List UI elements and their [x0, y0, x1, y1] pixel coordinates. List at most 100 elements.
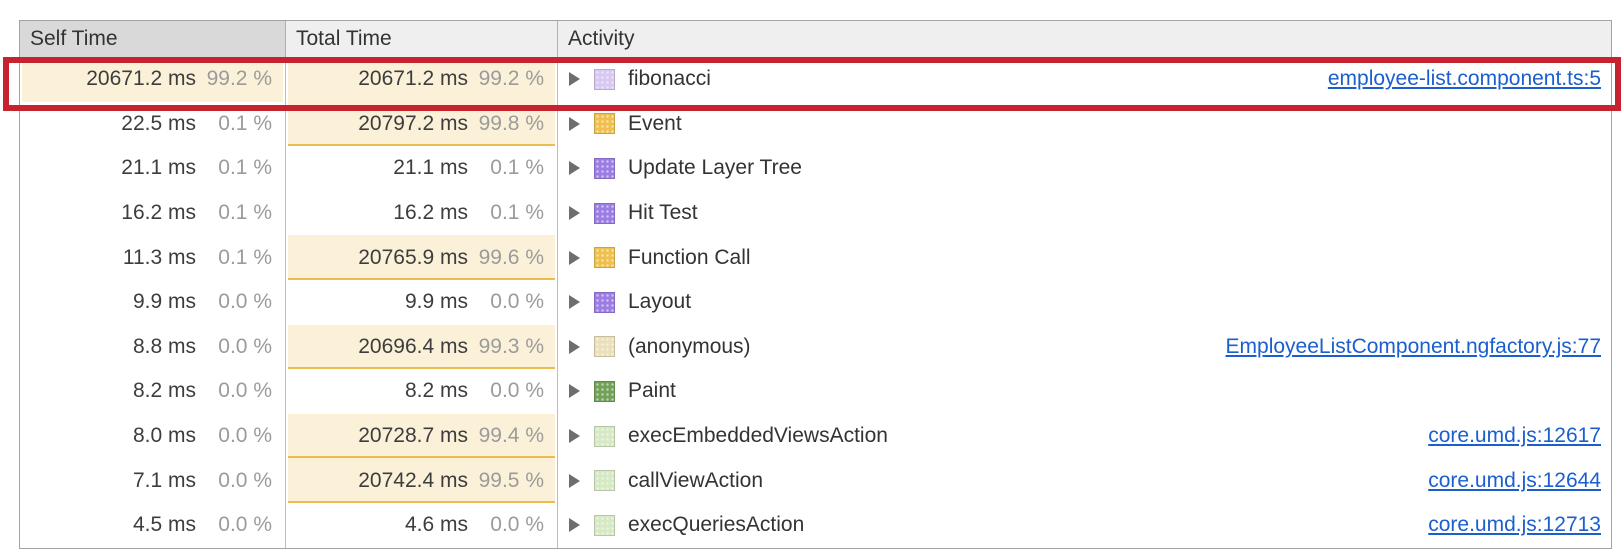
self-time-value: 8.0 ms	[132, 424, 196, 448]
activity-label: Event	[628, 111, 682, 135]
total-time-value: 20742.4 ms	[358, 468, 468, 492]
total-time-percent: 0.0 %	[490, 290, 544, 314]
category-swatch-icon	[594, 291, 615, 313]
call-tree-row[interactable]: 11.3 ms 0.1 % 20765.9 ms 99.6 % Function…	[20, 235, 1611, 280]
total-time-cell: 20671.2 ms 99.2 %	[286, 57, 558, 102]
column-header-activity[interactable]: Activity	[558, 21, 1611, 57]
total-time-percent: 99.6 %	[478, 245, 544, 269]
expand-arrow-icon[interactable]	[569, 72, 580, 87]
column-header-label: Activity	[568, 27, 635, 50]
call-tree-row[interactable]: 8.0 ms 0.0 % 20728.7 ms 99.4 % execEmbed…	[20, 413, 1611, 459]
call-tree-row[interactable]: 8.8 ms 0.0 % 20696.4 ms 99.3 % (anonymou…	[20, 324, 1611, 370]
self-time-percent: 0.0 %	[218, 290, 272, 314]
total-time-percent: 99.4 %	[478, 424, 544, 448]
self-time-cell: 16.2 ms 0.1 %	[20, 190, 286, 236]
call-tree-row[interactable]: 21.1 ms 0.1 % 21.1 ms 0.1 % Update Layer…	[20, 146, 1611, 191]
total-time-cell: 20765.9 ms 99.6 %	[286, 235, 558, 280]
total-time-value: 9.9 ms	[404, 290, 468, 314]
total-time-value: 8.2 ms	[404, 379, 468, 403]
activity-cell: Paint	[558, 369, 1611, 414]
total-time-cell: 20728.7 ms 99.4 %	[286, 413, 558, 459]
expand-arrow-icon[interactable]	[569, 250, 580, 265]
column-header-label: Self Time	[30, 27, 118, 50]
expand-arrow-icon[interactable]	[569, 161, 580, 176]
expand-arrow-icon[interactable]	[569, 116, 580, 131]
total-time-value: 20696.4 ms	[358, 334, 468, 358]
self-time-value: 20671.2 ms	[86, 67, 196, 91]
self-time-value: 21.1 ms	[121, 156, 196, 180]
expand-arrow-icon[interactable]	[569, 518, 580, 533]
activity-label: callViewAction	[628, 468, 764, 492]
call-tree-row[interactable]: 4.5 ms 0.0 % 4.6 ms 0.0 % execQueriesAct…	[20, 502, 1611, 548]
activity-cell: Layout	[558, 280, 1611, 325]
column-header-label: Total Time	[296, 27, 392, 50]
total-time-value: 20671.2 ms	[358, 67, 468, 91]
table-body: 20671.2 ms 99.2 % 20671.2 ms 99.2 % fibo…	[20, 57, 1611, 548]
expand-arrow-icon[interactable]	[569, 339, 580, 354]
total-time-cell: 9.9 ms 0.0 %	[286, 279, 558, 325]
expand-arrow-icon[interactable]	[569, 473, 580, 488]
activity-cell: execEmbeddedViewsAction core.umd.js:1261…	[558, 414, 1611, 459]
self-time-percent: 0.1 %	[218, 111, 272, 135]
performance-call-tree-table: Self Time Total Time Activity 20671.2 ms…	[19, 20, 1612, 549]
expand-arrow-icon[interactable]	[569, 206, 580, 221]
self-time-cell: 22.5 ms 0.1 %	[20, 101, 286, 147]
source-link[interactable]: core.umd.js:12713	[1428, 513, 1601, 537]
category-swatch-icon	[594, 247, 615, 269]
total-time-percent: 99.5 %	[478, 468, 544, 492]
total-time-percent: 0.0 %	[490, 379, 544, 403]
self-time-cell: 4.5 ms 0.0 %	[20, 502, 286, 548]
activity-label: Layout	[628, 290, 692, 314]
self-time-percent: 0.1 %	[218, 245, 272, 269]
category-swatch-icon	[594, 514, 615, 536]
total-time-cell: 20742.4 ms 99.5 %	[286, 458, 558, 503]
category-swatch-icon	[594, 425, 615, 447]
total-time-cell: 8.2 ms 0.0 %	[286, 369, 558, 414]
self-time-cell: 11.3 ms 0.1 %	[20, 235, 286, 280]
source-link[interactable]: core.umd.js:12617	[1428, 424, 1601, 448]
total-time-percent: 0.0 %	[490, 513, 544, 537]
total-time-percent: 0.1 %	[490, 201, 544, 225]
source-link[interactable]: employee-list.component.ts:5	[1327, 67, 1601, 91]
source-link[interactable]: EmployeeListComponent.ngfactory.js:77	[1225, 334, 1601, 358]
expand-arrow-icon[interactable]	[569, 429, 580, 444]
self-time-value: 8.8 ms	[132, 334, 196, 358]
activity-cell: (anonymous) EmployeeListComponent.ngfact…	[558, 325, 1611, 370]
total-time-percent: 99.8 %	[478, 111, 544, 135]
column-header-total-time[interactable]: Total Time	[286, 21, 558, 57]
category-swatch-icon	[594, 68, 615, 90]
call-tree-row[interactable]: 8.2 ms 0.0 % 8.2 ms 0.0 % Paint	[20, 369, 1611, 414]
activity-cell: Function Call	[558, 235, 1611, 280]
activity-label: (anonymous)	[628, 334, 751, 358]
total-time-value: 20797.2 ms	[358, 111, 468, 135]
activity-cell: Update Layer Tree	[558, 146, 1611, 191]
self-time-percent: 0.0 %	[218, 513, 272, 537]
total-time-percent: 99.3 %	[478, 334, 544, 358]
total-time-value: 20728.7 ms	[358, 424, 468, 448]
self-time-value: 7.1 ms	[132, 468, 196, 492]
total-time-cell: 16.2 ms 0.1 %	[286, 190, 558, 236]
call-tree-row[interactable]: 16.2 ms 0.1 % 16.2 ms 0.1 % Hit Test	[20, 190, 1611, 236]
self-time-cell: 8.8 ms 0.0 %	[20, 324, 286, 370]
self-time-cell: 8.0 ms 0.0 %	[20, 413, 286, 459]
activity-label: Update Layer Tree	[628, 156, 802, 180]
expand-arrow-icon[interactable]	[569, 384, 580, 399]
call-tree-row[interactable]: 20671.2 ms 99.2 % 20671.2 ms 99.2 % fibo…	[20, 57, 1611, 102]
total-time-percent: 99.2 %	[478, 67, 544, 91]
call-tree-row[interactable]: 7.1 ms 0.0 % 20742.4 ms 99.5 % callViewA…	[20, 458, 1611, 503]
category-swatch-icon	[594, 202, 615, 224]
total-time-cell: 4.6 ms 0.0 %	[286, 502, 558, 548]
expand-arrow-icon[interactable]	[569, 295, 580, 310]
self-time-percent: 99.2 %	[206, 67, 272, 91]
activity-cell: Hit Test	[558, 191, 1611, 236]
self-time-value: 8.2 ms	[132, 379, 196, 403]
total-time-cell: 20797.2 ms 99.8 %	[286, 101, 558, 147]
call-tree-row[interactable]: 22.5 ms 0.1 % 20797.2 ms 99.8 % Event	[20, 101, 1611, 147]
column-header-self-time[interactable]: Self Time	[20, 21, 286, 57]
table-header-row: Self Time Total Time Activity	[20, 21, 1611, 57]
source-link[interactable]: core.umd.js:12644	[1428, 468, 1601, 492]
self-time-value: 4.5 ms	[132, 513, 196, 537]
call-tree-row[interactable]: 9.9 ms 0.0 % 9.9 ms 0.0 % Layout	[20, 279, 1611, 325]
self-time-value: 16.2 ms	[121, 201, 196, 225]
total-time-value: 21.1 ms	[393, 156, 468, 180]
